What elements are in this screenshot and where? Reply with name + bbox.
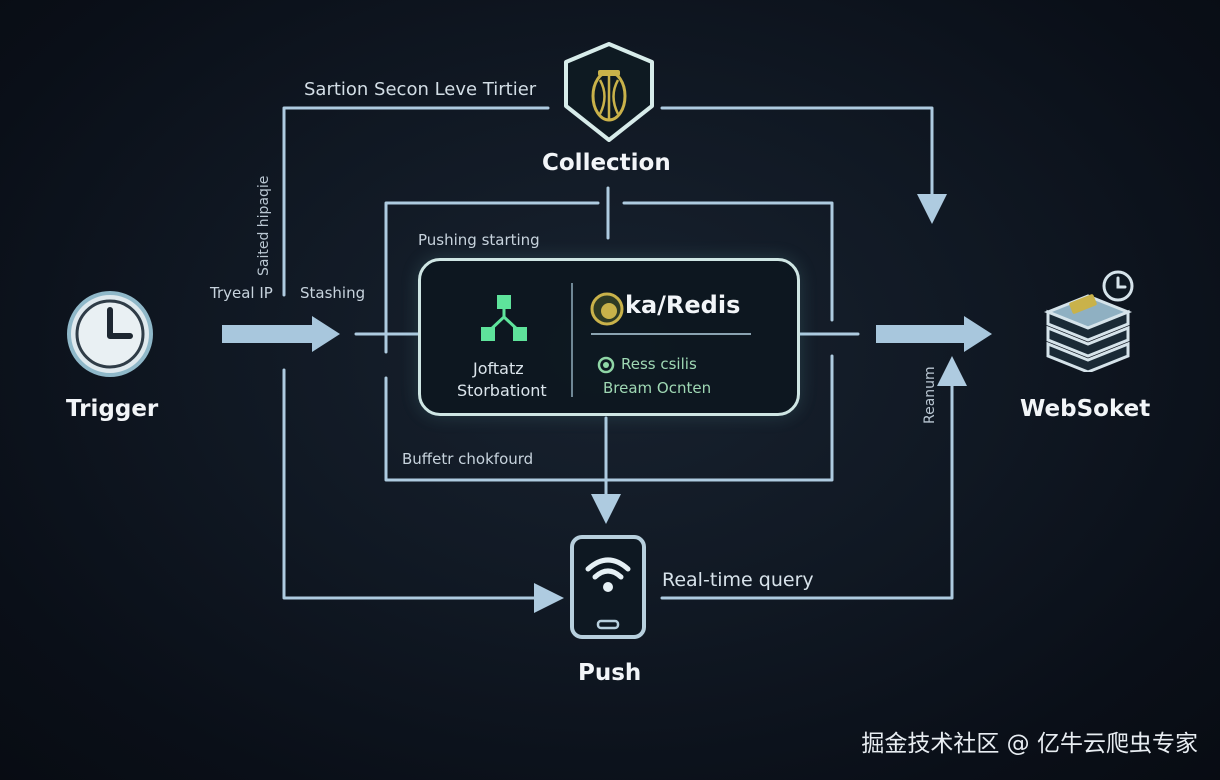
server-stack-icon — [1043, 270, 1134, 372]
edge-realtime-query-label: Real-time query — [662, 569, 814, 591]
edge-collection-websocket — [660, 106, 947, 224]
edge-left-push — [282, 368, 564, 613]
node-collection-title: Collection — [542, 150, 671, 176]
phone-wifi-icon — [570, 535, 646, 639]
edge-left-top — [282, 106, 550, 297]
edge-trigger-ip-label: Tryeal IP — [210, 284, 273, 302]
top-route-label: Sartion Secon Leve Tirtier — [304, 79, 537, 100]
center-right-line2: Bream Ocnten — [603, 379, 712, 397]
left-vertical-label: Saited hipaqie — [256, 175, 272, 276]
network-nodes-icon — [481, 295, 527, 341]
node-push-title: Push — [578, 660, 642, 686]
edge-pushing-starting-label: Pushing starting — [418, 231, 540, 249]
center-right-line1: Ress csilis — [621, 355, 697, 373]
kafka-redis-icon — [590, 292, 624, 326]
arrow-websocket — [876, 316, 992, 352]
edge-stashing-label: Stashing — [300, 284, 366, 302]
center-divider — [571, 283, 573, 397]
frame-top-right — [622, 201, 834, 322]
frame-top-left — [384, 201, 600, 354]
frame-bottom — [384, 354, 834, 482]
center-right-title: ka/Redis — [625, 291, 741, 319]
right-vertical-label: Reanum — [922, 366, 938, 424]
watermark: 掘金技术社区 @ 亿牛云爬虫专家 — [861, 731, 1198, 757]
collection-shield-icon — [564, 42, 654, 142]
node-websocket-title: WebSoket — [1020, 396, 1151, 422]
center-left-line1: Joftatz — [473, 359, 524, 378]
arrow-trigger — [222, 316, 340, 352]
central-processing-box: Joftatz Storbationt ka/Redis Ress csilis… — [418, 258, 800, 416]
status-dot-icon — [597, 356, 615, 374]
center-right-underline — [591, 333, 751, 335]
center-left-line2: Storbationt — [457, 381, 547, 400]
edge-buffer-label: Buffetr chokfourd — [402, 450, 534, 468]
clock-icon — [67, 291, 153, 377]
node-trigger-title: Trigger — [66, 396, 159, 422]
edge-push-websocket — [660, 356, 967, 600]
